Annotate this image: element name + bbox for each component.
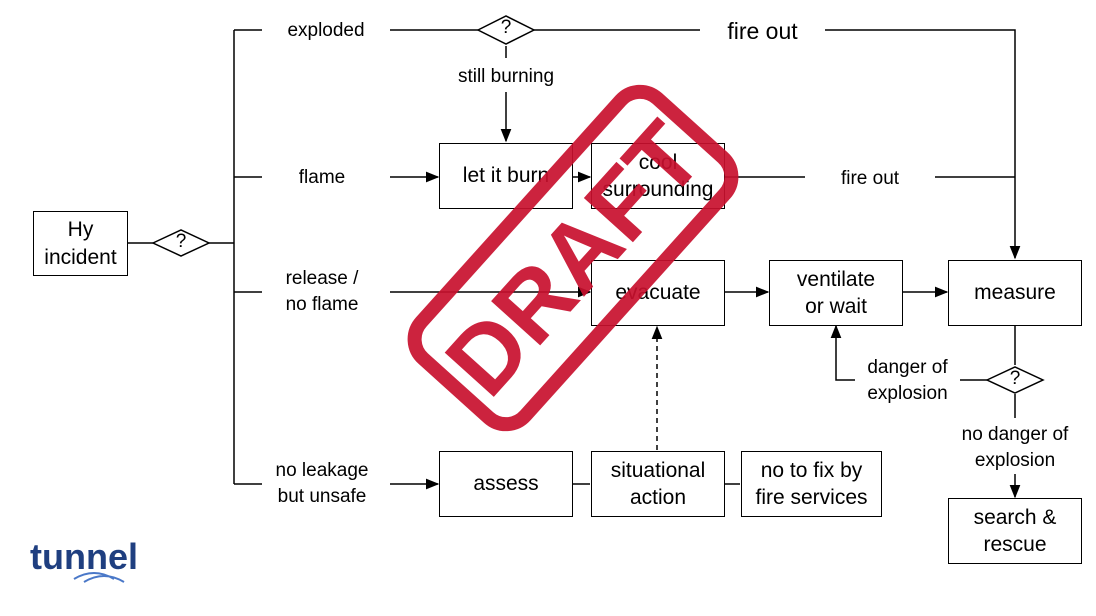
still-burning-label: still burning xyxy=(440,64,572,90)
no-fix-node: no to fix by fire services xyxy=(741,451,882,517)
assess-node: assess xyxy=(439,451,573,517)
decision-mark-root: ? xyxy=(175,231,187,252)
hy-incident-node: Hy incident xyxy=(33,211,128,276)
decision-mark-danger: ? xyxy=(1009,368,1021,389)
let-it-burn-node: let it burn xyxy=(439,143,573,209)
decision-diamond-root xyxy=(151,229,211,257)
measure-node: measure xyxy=(948,260,1082,326)
decision-diamond-danger xyxy=(985,366,1045,394)
ventilate-node: ventilate or wait xyxy=(769,260,903,326)
danger-label: danger of explosion xyxy=(855,355,960,407)
exploded-label: exploded xyxy=(262,18,390,44)
decision-mark-exploded: ? xyxy=(500,17,512,38)
svg-text:tunnel: tunnel xyxy=(30,536,138,577)
release-label: release / no flame xyxy=(262,266,382,318)
decision-diamond-exploded xyxy=(476,15,536,45)
flame-label: flame xyxy=(262,165,382,191)
evacuate-node: evacuate xyxy=(591,260,725,326)
fire-out-mid-label: fire out xyxy=(805,166,935,192)
search-rescue-node: search & rescue xyxy=(948,498,1082,564)
no-leakage-label: no leakage but unsafe xyxy=(262,458,382,510)
tunnel-logo: tunnel xyxy=(30,536,138,583)
no-danger-label: no danger of explosion xyxy=(945,422,1085,474)
situational-action-node: situational action xyxy=(591,451,725,517)
cool-surrounding-node: cool surrounding xyxy=(591,143,725,209)
fire-out-top-label: fire out xyxy=(700,16,825,48)
